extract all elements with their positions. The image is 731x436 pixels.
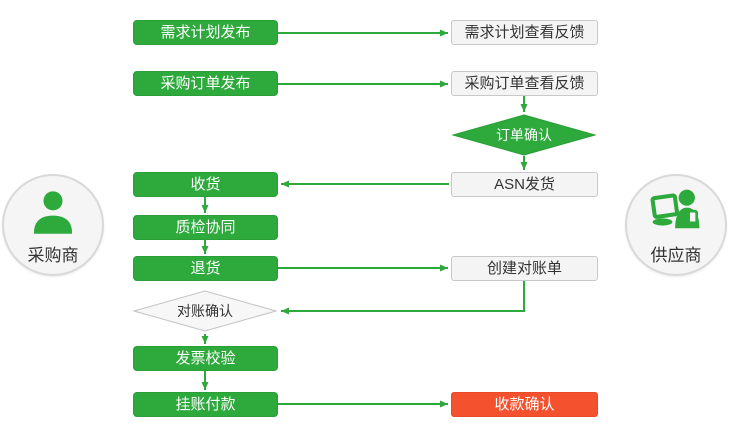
node-order-confirm: 订单确认 <box>452 114 596 156</box>
node-statement-confirm-label: 对账确认 <box>177 303 233 319</box>
node-receive: 收货 <box>133 172 278 197</box>
node-statement-confirm: 对账确认 <box>133 290 277 332</box>
node-plan-feedback-label: 需求计划查看反馈 <box>464 24 585 41</box>
node-create-statement-label: 创建对账单 <box>486 260 562 277</box>
node-quality-label: 质检协同 <box>175 219 236 236</box>
node-asn-ship: ASN发货 <box>451 172 598 197</box>
node-payment-confirm: 收款确认 <box>451 392 598 417</box>
diamond-shape <box>452 114 596 156</box>
node-payment-confirm-label: 收款确认 <box>494 396 555 413</box>
node-po-feedback: 采购订单查看反馈 <box>451 71 598 96</box>
node-asn-ship-label: ASN发货 <box>494 176 555 193</box>
node-invoice-check: 发票校验 <box>133 346 278 371</box>
node-po-publish: 采购订单发布 <box>133 71 278 96</box>
node-returns: 退货 <box>133 256 278 281</box>
diamond-shape <box>133 290 277 332</box>
buyer-actor: 采购商 <box>2 174 104 276</box>
node-payment-label: 挂账付款 <box>175 396 236 413</box>
node-plan-publish: 需求计划发布 <box>133 20 278 45</box>
node-quality: 质检协同 <box>133 215 278 240</box>
node-po-feedback-label: 采购订单查看反馈 <box>464 75 585 92</box>
supplier-actor: 供应商 <box>625 174 727 276</box>
node-payment: 挂账付款 <box>133 392 278 417</box>
node-plan-feedback: 需求计划查看反馈 <box>451 20 598 45</box>
node-create-statement: 创建对账单 <box>451 256 598 281</box>
person-laptop-icon <box>649 186 703 240</box>
node-order-confirm-label: 订单确认 <box>496 127 552 143</box>
node-invoice-check-label: 发票校验 <box>175 350 236 367</box>
supplier-label: 供应商 <box>650 246 702 265</box>
connector-create-statement-to-statement-confirm <box>281 281 525 315</box>
person-icon <box>27 186 79 240</box>
node-plan-publish-label: 需求计划发布 <box>160 24 251 41</box>
node-po-publish-label: 采购订单发布 <box>160 75 251 92</box>
node-returns-label: 退货 <box>190 260 221 277</box>
node-receive-label: 收货 <box>190 176 221 193</box>
buyer-label: 采购商 <box>27 246 79 265</box>
